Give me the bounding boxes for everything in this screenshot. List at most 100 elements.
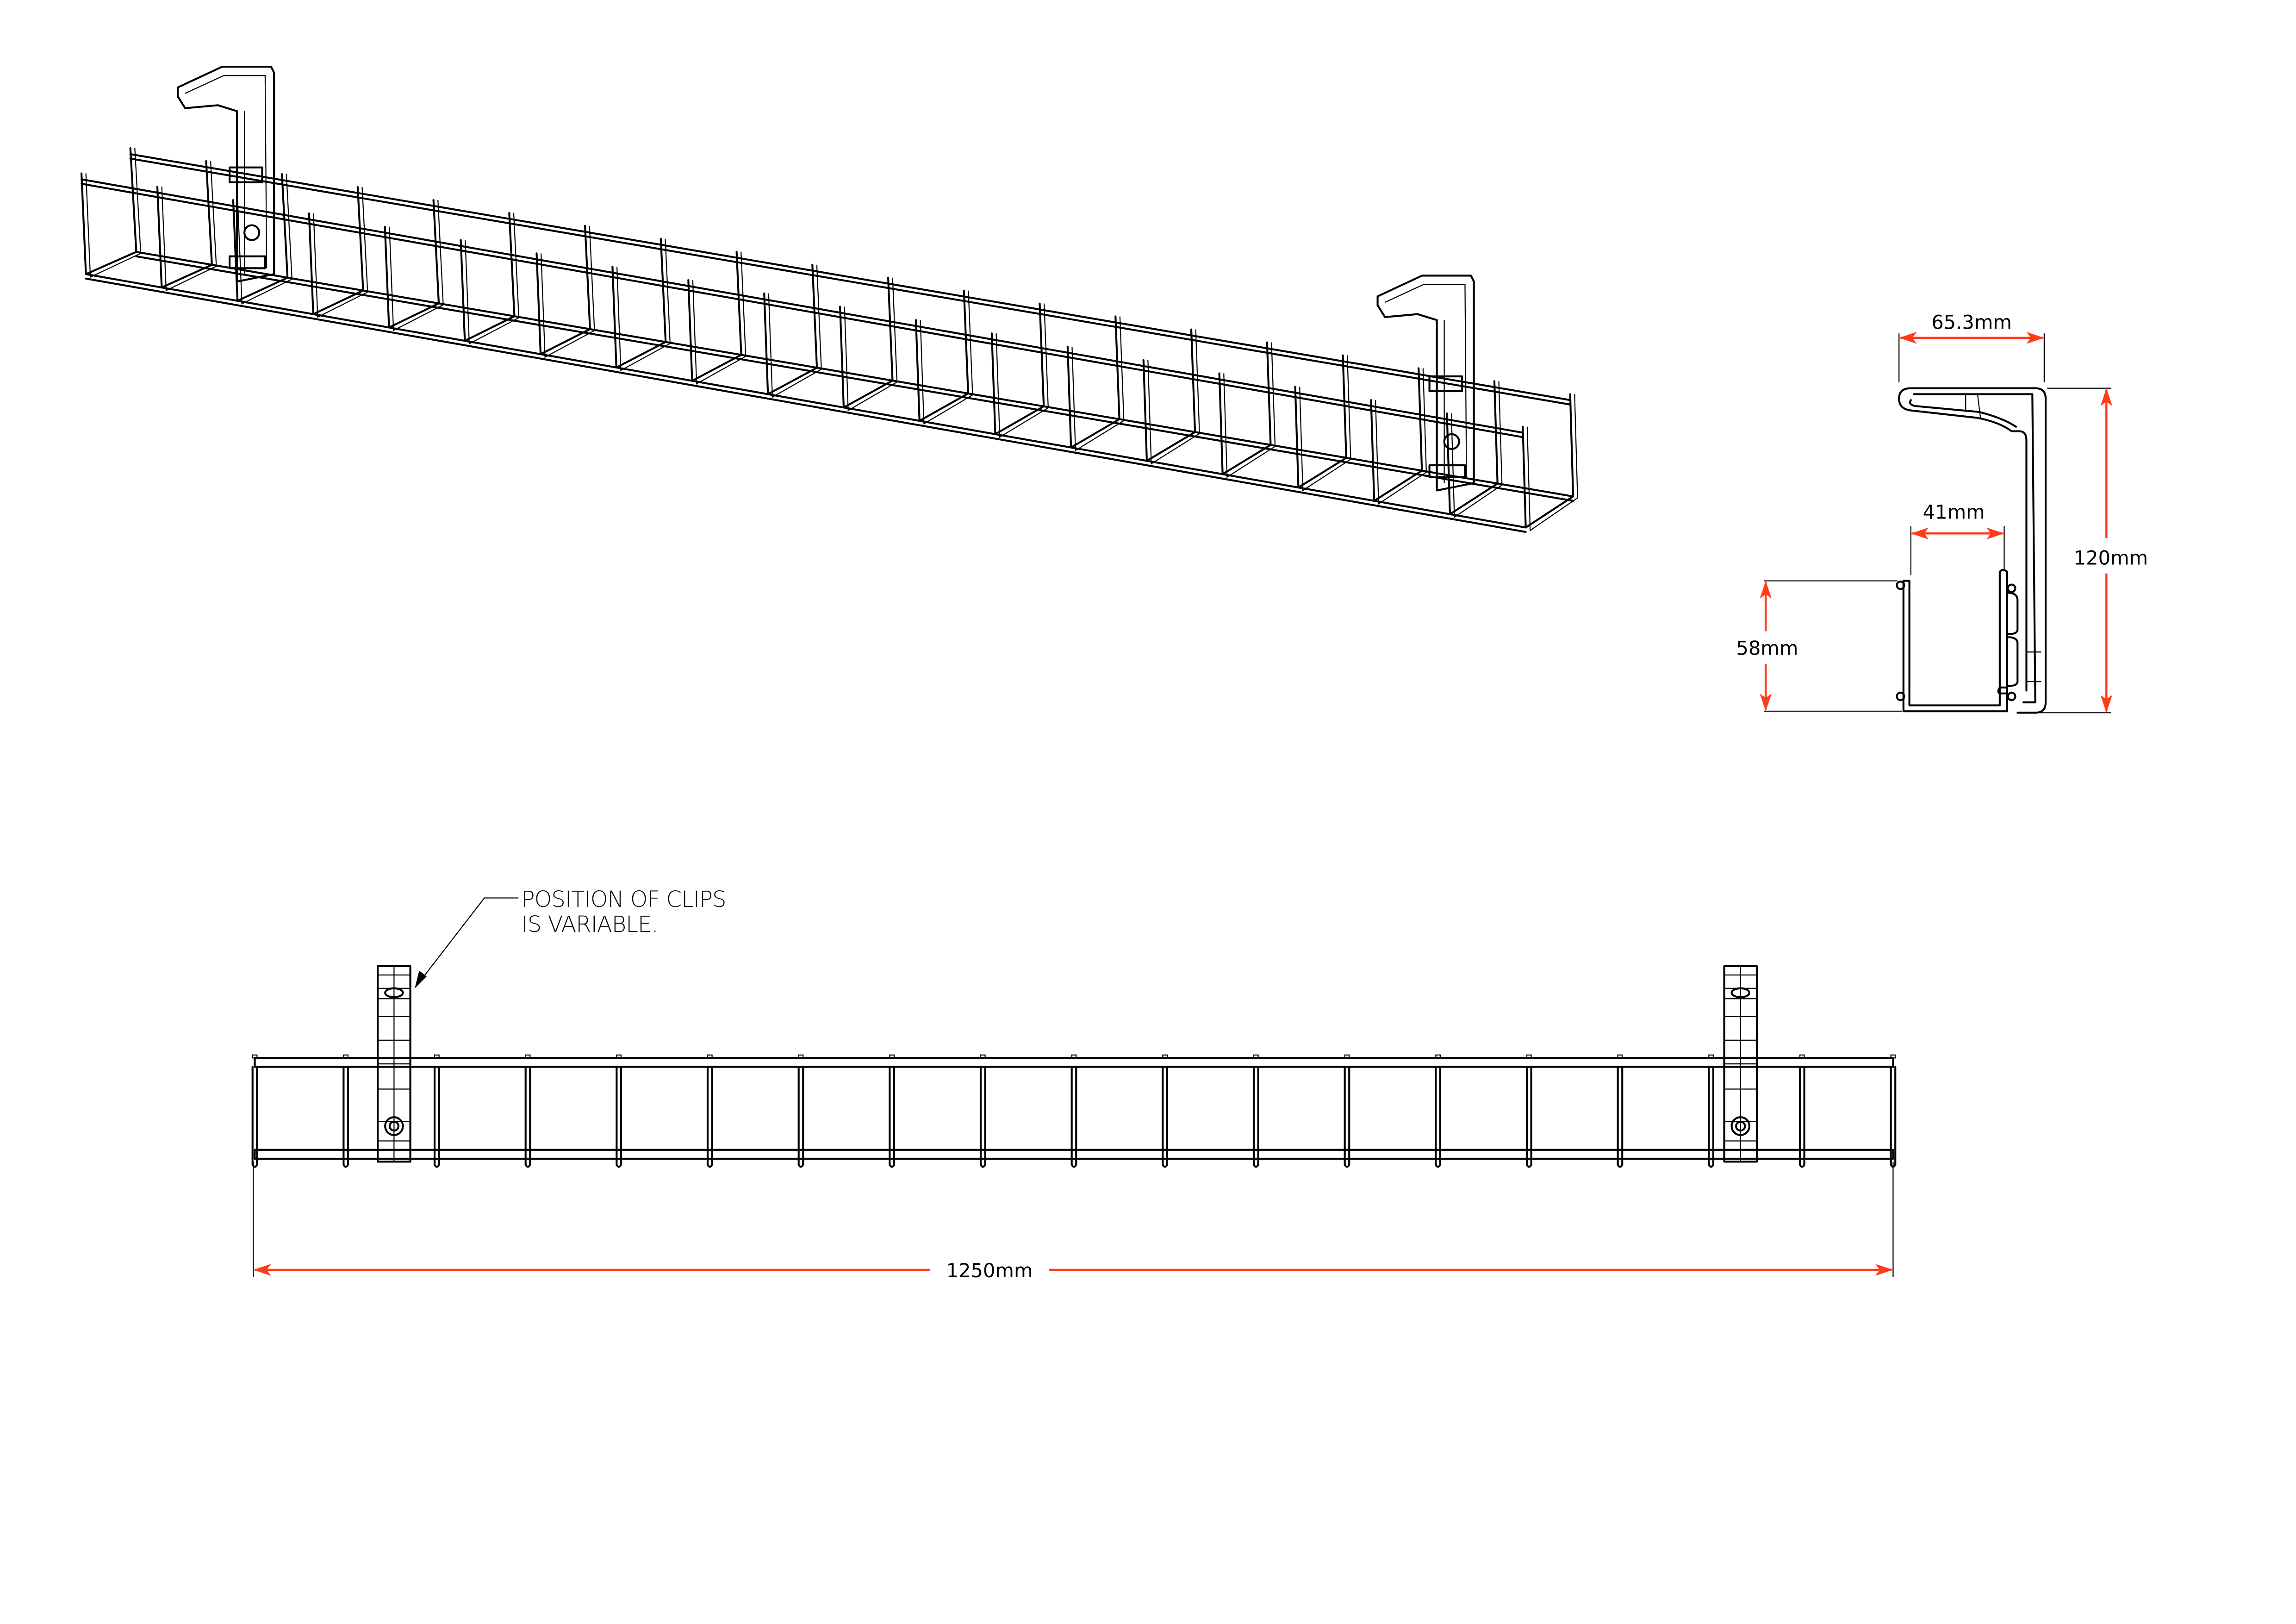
u-wire xyxy=(80,147,137,275)
wire-cap xyxy=(1435,1054,1441,1059)
wire-cap xyxy=(616,1054,622,1059)
vertical-wire xyxy=(1344,1066,1350,1168)
u-wire xyxy=(232,173,289,302)
wire-cap xyxy=(343,1054,349,1059)
vertical-wire xyxy=(706,1066,713,1168)
u-wire xyxy=(460,212,516,342)
vertical-wire xyxy=(1070,1066,1077,1168)
clip-screw-icon xyxy=(243,224,261,241)
vertical-wire xyxy=(1798,1066,1805,1168)
u-wire-edge xyxy=(389,200,444,331)
longitudinal-wire xyxy=(129,157,1571,406)
vertical-wire xyxy=(797,1066,804,1168)
u-wire xyxy=(1218,341,1272,475)
wire-cap xyxy=(1162,1054,1168,1059)
clip-screw-icon xyxy=(1730,1116,1751,1136)
longitudinal-wire xyxy=(129,153,1571,401)
clip-screw-hole xyxy=(388,1120,400,1132)
clip-tab xyxy=(1428,464,1466,478)
u-wire xyxy=(611,237,667,369)
vertical-wire xyxy=(342,1066,349,1168)
vertical-wire xyxy=(1708,1066,1714,1168)
wire-cap xyxy=(434,1054,440,1059)
u-wire xyxy=(1066,315,1120,449)
u-wire xyxy=(687,250,742,382)
u-wire xyxy=(1294,354,1347,489)
clip-body xyxy=(1376,275,1475,492)
wire-cap xyxy=(1799,1054,1805,1059)
u-wire xyxy=(839,276,894,409)
clip-tab xyxy=(1428,375,1463,393)
u-wire-edge xyxy=(1071,316,1125,452)
clip-tab xyxy=(229,166,263,183)
u-wire xyxy=(1142,328,1196,462)
clip-screw-hole xyxy=(1735,1120,1746,1132)
u-wire xyxy=(1446,380,1499,515)
u-wire-edge xyxy=(996,303,1049,438)
vertical-wire xyxy=(1617,1066,1624,1168)
u-wire xyxy=(156,160,213,289)
u-wire-edge xyxy=(920,290,973,425)
u-wire-edge xyxy=(85,148,142,278)
u-wire-edge xyxy=(161,161,217,292)
u-wire-edge xyxy=(844,277,898,412)
wire-cap xyxy=(980,1054,986,1059)
clip-slot-icon xyxy=(384,987,404,999)
basket-profile xyxy=(1896,568,2016,712)
wire-cap xyxy=(1526,1054,1532,1059)
u-wire xyxy=(1370,367,1423,502)
clip-bracket xyxy=(176,65,275,283)
clip xyxy=(1723,965,1758,1163)
vertical-wire xyxy=(889,1066,896,1168)
u-wire-edge xyxy=(237,174,293,305)
u-wire-edge xyxy=(692,251,747,385)
u-wire-edge xyxy=(1526,394,1578,531)
vertical-wire xyxy=(251,1066,258,1168)
u-wire-edge xyxy=(1147,329,1200,465)
wire-cap xyxy=(889,1054,895,1059)
wire-cap xyxy=(707,1054,713,1059)
isometric-view xyxy=(80,65,1578,533)
u-wire xyxy=(763,263,818,395)
u-wire xyxy=(1522,393,1574,529)
dimension-label-65: 65.3mm xyxy=(1931,311,2012,334)
clips xyxy=(377,965,1758,1163)
u-wire-edge xyxy=(313,187,368,318)
longitudinal-wire xyxy=(135,251,1574,498)
longitudinal-wire xyxy=(80,182,1524,438)
longitudinal-wire xyxy=(85,277,1527,533)
u-wire-edge xyxy=(1375,368,1427,505)
dimension-label-120: 120mm xyxy=(2074,546,2148,569)
wire-cap xyxy=(798,1054,804,1059)
wire-cap xyxy=(1890,1054,1896,1059)
u-wire-edge xyxy=(768,264,822,398)
dimension-label-41: 41mm xyxy=(1923,500,1985,523)
vertical-wire xyxy=(616,1066,622,1168)
wire-cap xyxy=(1253,1054,1259,1059)
u-wire xyxy=(308,186,364,315)
wire-cap xyxy=(1617,1054,1623,1059)
clip-body xyxy=(176,65,275,283)
wire-cap xyxy=(525,1054,531,1059)
vertical-wire xyxy=(1252,1066,1259,1168)
clip-note-line1: POSITION OF CLIPS xyxy=(522,887,726,912)
u-wire xyxy=(384,199,440,329)
dimension-label-1250: 1250mm xyxy=(946,1259,1033,1282)
longitudinal-wire xyxy=(80,178,1524,434)
wire-cap xyxy=(1071,1054,1077,1059)
u-wire-edge xyxy=(1223,342,1276,478)
clip-profile xyxy=(1898,387,2047,714)
clip-screw-icon xyxy=(1443,433,1460,450)
u-wire xyxy=(535,225,591,356)
side-view: 65.3mm 41mm 120mm 58mm xyxy=(1736,311,2148,714)
u-wire-edge xyxy=(540,225,595,358)
clip-slot-icon xyxy=(1730,987,1751,999)
vertical-wire xyxy=(1162,1066,1169,1168)
clip-edge xyxy=(185,75,268,275)
vertical-wire xyxy=(1525,1066,1532,1168)
clip-note-line2: IS VARIABLE. xyxy=(522,912,658,937)
vertical-wire xyxy=(433,1066,440,1168)
u-wire-edge xyxy=(616,238,671,372)
wire-cap xyxy=(252,1054,258,1059)
